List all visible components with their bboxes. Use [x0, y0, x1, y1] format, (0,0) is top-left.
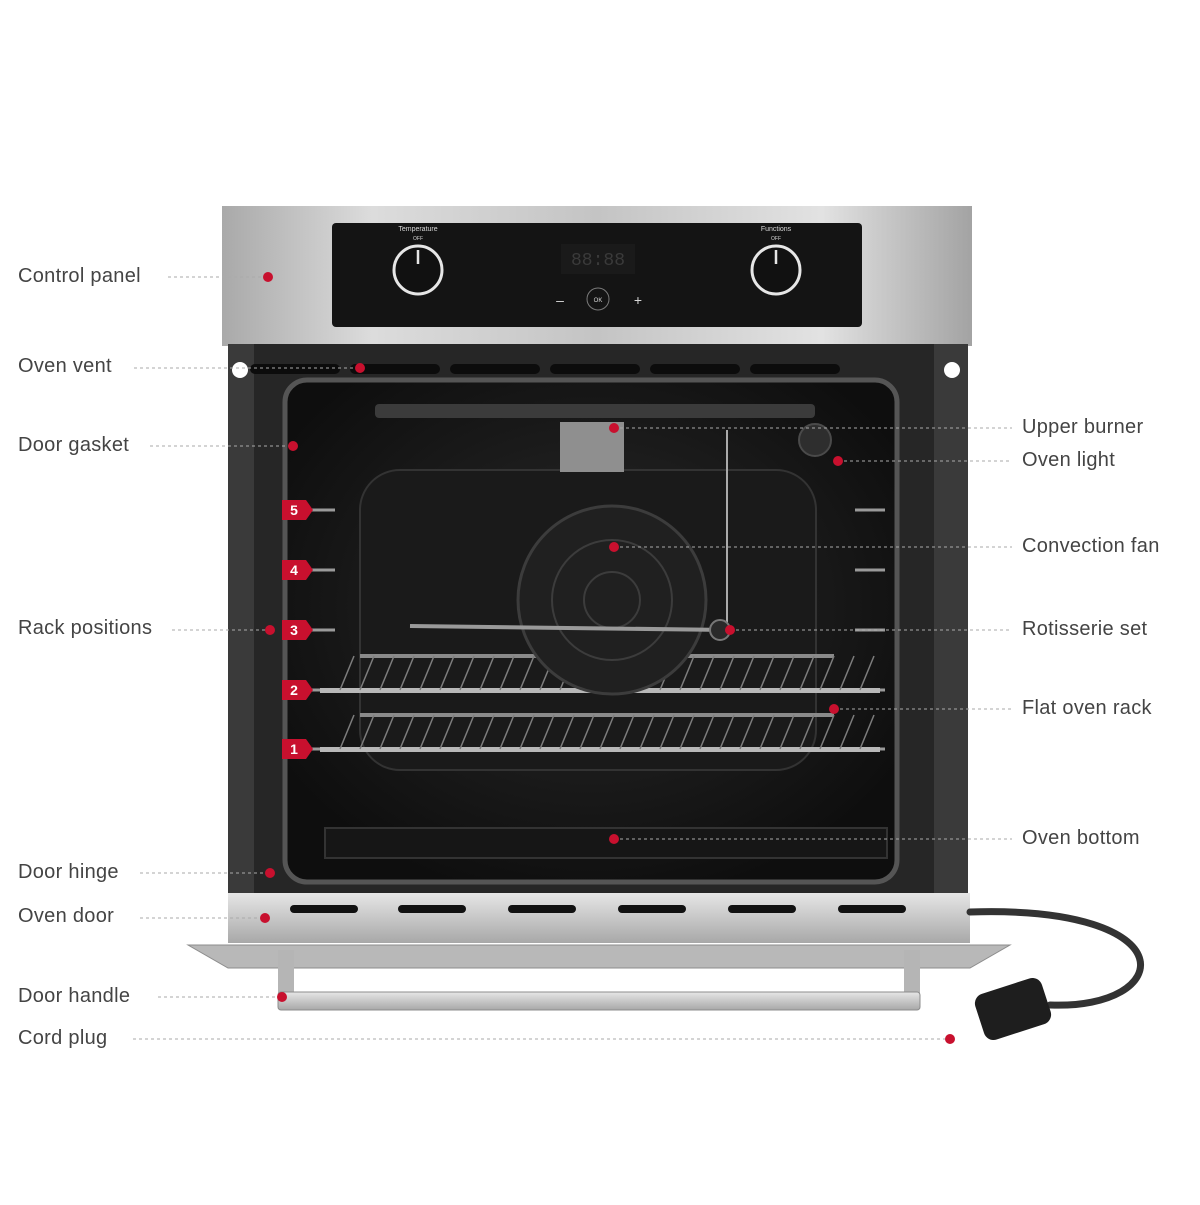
marker-upper-burner: [609, 423, 619, 433]
rack-level-badge: 4: [282, 560, 313, 580]
power-cord: [966, 908, 1145, 1009]
door-vent-slot: [290, 905, 358, 913]
label-flat-oven-rack: Flat oven rack: [1022, 697, 1152, 719]
cord-plug-body: [974, 977, 1052, 1041]
door-handle-bar: [277, 991, 921, 1011]
door-vent-slot: [728, 905, 796, 913]
callout-markers: [260, 272, 955, 1044]
label-oven-door: Oven door: [18, 905, 115, 927]
door-top-strip: [228, 893, 970, 943]
mount-hole-right: [944, 362, 960, 378]
oven-light-lens: [798, 423, 832, 457]
side-trim-right: [934, 344, 968, 896]
rack-level-number: 2: [290, 682, 298, 698]
label-control-panel: Control panel: [18, 265, 141, 287]
door-panel: [186, 944, 1012, 969]
functions-knob[interactable]: [750, 244, 802, 296]
rack-level-badge: 2: [282, 680, 313, 700]
ok-button[interactable]: OK: [594, 298, 603, 304]
callout-leader-lines: [133, 276, 1012, 1040]
door-vent-slots: [290, 905, 906, 913]
marker-rotisserie-set: [725, 625, 735, 635]
marker-door-gasket: [288, 441, 298, 451]
temperature-title: Temperature: [398, 226, 437, 233]
functions-off-label: OFF: [771, 236, 781, 242]
vent-slot: [250, 364, 340, 374]
door-vent-slot: [838, 905, 906, 913]
label-door-handle: Door handle: [18, 985, 131, 1007]
control-panel-controls: Temperature OFF 88:88 – OK + Functions O…: [392, 226, 802, 311]
vent-slot: [550, 364, 640, 374]
label-door-hinge: Door hinge: [18, 861, 119, 883]
side-trim-left: [228, 344, 254, 896]
rack-level-badges: 5 4 3 2 1: [282, 500, 313, 759]
ok-button-ring[interactable]: [586, 287, 610, 311]
rack-level-number: 5: [290, 502, 298, 518]
mount-hole-left: [232, 362, 248, 378]
vent-slot: [650, 364, 740, 374]
marker-rack-positions: [265, 625, 275, 635]
rack-level-badge: 1: [282, 739, 313, 759]
plus-button[interactable]: +: [634, 292, 642, 308]
label-rack-positions: Rack positions: [18, 617, 153, 639]
rotisserie-spit: [409, 430, 731, 641]
handle-right-post: [904, 950, 920, 1002]
rack-level-badge: 3: [282, 620, 313, 640]
flat-oven-rack: [320, 713, 880, 752]
digital-display: [561, 244, 635, 274]
marker-door-hinge: [265, 868, 275, 878]
functions-title: Functions: [761, 226, 792, 233]
label-oven-light: Oven light: [1022, 449, 1116, 471]
rack-level-number: 3: [290, 622, 298, 638]
convection-fan-grille: [516, 504, 708, 696]
rack-level-number: 1: [290, 741, 298, 757]
label-oven-vent: Oven vent: [18, 355, 112, 377]
oven-vent-slots: [250, 364, 840, 374]
minus-button[interactable]: –: [556, 292, 564, 308]
temperature-off-label: OFF: [413, 236, 423, 242]
handle-left-post: [278, 950, 294, 1002]
marker-flat-oven-rack: [829, 704, 839, 714]
display-readout: 88:88: [571, 251, 625, 271]
vent-slot: [750, 364, 840, 374]
vent-slot: [350, 364, 440, 374]
marker-cord-plug: [945, 1034, 955, 1044]
oven-bottom-tray: [324, 827, 888, 859]
marker-control-panel: [263, 272, 273, 282]
door-vent-slot: [618, 905, 686, 913]
marker-oven-bottom: [609, 834, 619, 844]
marker-oven-vent: [355, 363, 365, 373]
label-rotisserie-set: Rotisserie set: [1022, 618, 1148, 640]
marker-oven-light: [833, 456, 843, 466]
rack-level-number: 4: [290, 562, 298, 578]
door-vent-slot: [508, 905, 576, 913]
rack-level-badge: 5: [282, 500, 313, 520]
control-panel-glass: [332, 223, 862, 327]
label-convection-fan: Convection fan: [1022, 535, 1160, 557]
marker-oven-door: [260, 913, 270, 923]
label-upper-burner: Upper burner: [1022, 416, 1144, 438]
label-cord-plug: Cord plug: [18, 1027, 108, 1049]
vent-slot: [450, 364, 540, 374]
temperature-knob[interactable]: [392, 244, 444, 296]
label-oven-bottom: Oven bottom: [1022, 827, 1140, 849]
door-vent-slot: [398, 905, 466, 913]
marker-door-handle: [277, 992, 287, 1002]
label-door-gasket: Door gasket: [18, 434, 130, 456]
marker-convection-fan: [609, 542, 619, 552]
